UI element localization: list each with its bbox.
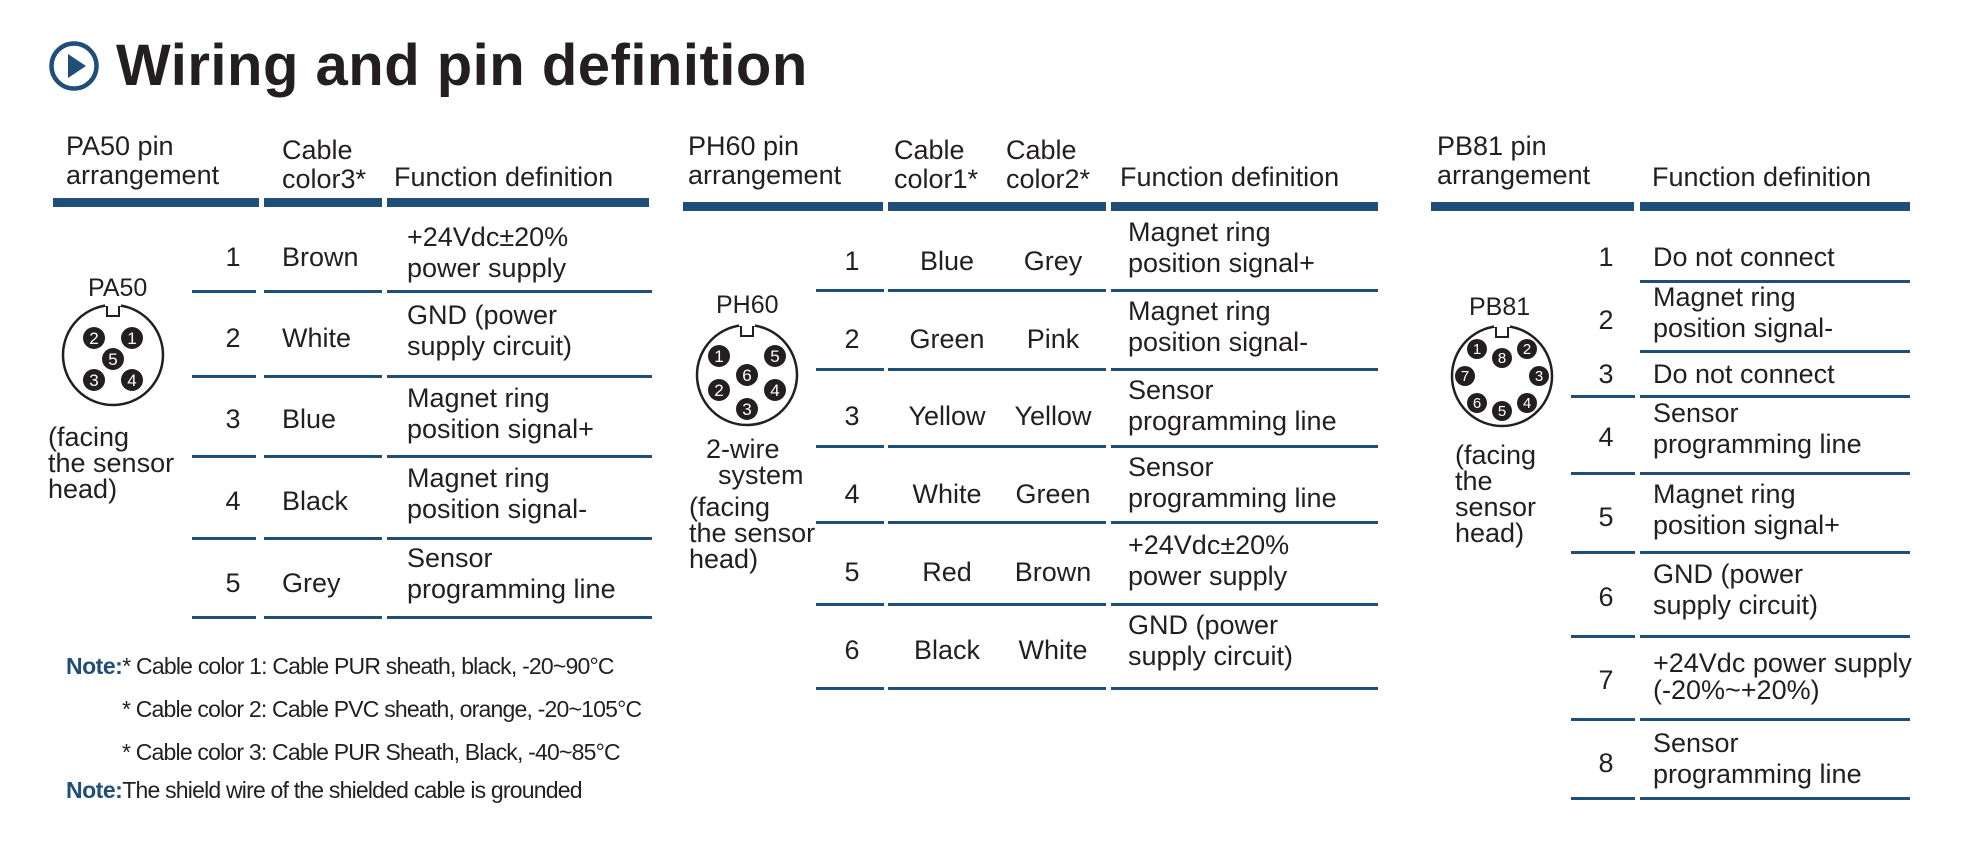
svg-text:4: 4 (1523, 395, 1531, 412)
pb81-connector-diagram: 1 2 8 7 3 6 4 5 (1450, 322, 1554, 428)
header-bar (387, 198, 649, 207)
row-separator (816, 289, 884, 292)
pa50-connector-name: PA50 (88, 274, 148, 302)
row-separator (1640, 718, 1910, 721)
row-separator (1571, 797, 1635, 800)
header-bar (1431, 202, 1634, 211)
row-separator (1640, 551, 1910, 554)
play-circle-icon (49, 41, 99, 91)
row-separator (888, 603, 1106, 606)
row-separator (1111, 289, 1378, 292)
svg-text:1: 1 (1473, 341, 1481, 358)
pb81-header-pin-arrangement: PB81 pin arrangement (1437, 131, 1591, 190)
page-title: Wiring and pin definition (116, 33, 808, 98)
row-separator (192, 290, 256, 293)
svg-text:5: 5 (108, 350, 117, 369)
row-separator (387, 537, 652, 540)
row-separator (1640, 350, 1910, 353)
row-separator (1571, 718, 1635, 721)
svg-text:4: 4 (770, 381, 779, 400)
header-bar (683, 202, 883, 211)
row-separator (264, 537, 382, 540)
svg-text:3: 3 (742, 400, 751, 419)
pb81-connector-name: PB81 (1469, 293, 1531, 321)
row-separator (1571, 635, 1635, 638)
header-bar (1640, 202, 1910, 211)
row-separator (387, 290, 652, 293)
row-separator (264, 290, 382, 293)
row-separator (888, 521, 1106, 524)
svg-text:4: 4 (127, 371, 136, 390)
ph60-connector-diagram: 1 5 6 2 4 3 (695, 321, 799, 427)
svg-text:8: 8 (1498, 350, 1506, 367)
header-bar (53, 198, 259, 207)
row-separator (888, 289, 1106, 292)
svg-text:5: 5 (1498, 403, 1506, 420)
note-cable-color-2: * Cable color 2: Cable PVC sheath, orang… (122, 696, 642, 722)
row-separator (1111, 687, 1378, 690)
pb81-header-function: Function definition (1652, 162, 1872, 192)
header-bar (888, 202, 1106, 211)
row-separator (264, 375, 382, 378)
row-separator (1640, 797, 1910, 800)
row-separator (1571, 472, 1635, 475)
ph60-header-function: Function definition (1120, 162, 1340, 192)
row-separator (888, 445, 1106, 448)
svg-text:2: 2 (1523, 341, 1531, 358)
row-separator (1640, 635, 1910, 638)
row-separator (1640, 395, 1910, 398)
row-separator (888, 368, 1106, 371)
row-separator (387, 455, 652, 458)
svg-text:1: 1 (127, 329, 136, 348)
svg-text:5: 5 (770, 347, 779, 366)
pb81-connector-note: (facing the sensor head) (1455, 440, 1537, 548)
row-separator (264, 455, 382, 458)
row-separator (192, 537, 256, 540)
ph60-header-cable-color2: Cable color2* (1006, 135, 1091, 194)
header-bar (264, 198, 382, 207)
pa50-connector-diagram: 2 1 5 3 4 (61, 301, 165, 407)
svg-text:7: 7 (1461, 368, 1469, 385)
row-separator (192, 616, 256, 619)
pa50-header-function: Function definition (394, 162, 614, 192)
row-separator (387, 375, 652, 378)
row-separator (816, 603, 884, 606)
pa50-header-cable-color: Cable color3* (282, 135, 367, 194)
row-separator (816, 368, 884, 371)
note-cable-color-3: * Cable color 3: Cable PUR Sheath, Black… (122, 739, 621, 765)
row-separator (192, 455, 256, 458)
ph60-header-cable-color1: Cable color1* (894, 135, 979, 194)
row-separator (1111, 521, 1378, 524)
svg-text:6: 6 (742, 366, 751, 385)
row-separator (1640, 472, 1910, 475)
row-separator (1571, 395, 1635, 398)
row-separator (387, 616, 652, 619)
row-separator (264, 616, 382, 619)
note-cable-color-1: Note:* Cable color 1: Cable PUR sheath, … (66, 653, 615, 679)
ph60-connector-system: 2-wire system (706, 434, 804, 490)
pa50-connector-note: (facing the sensor head) (48, 422, 175, 504)
row-separator (1111, 445, 1378, 448)
ph60-header-pin-arrangement: PH60 pin arrangement (688, 131, 842, 190)
svg-text:2: 2 (89, 329, 98, 348)
row-separator (192, 375, 256, 378)
row-separator (1111, 368, 1378, 371)
row-separator (816, 445, 884, 448)
row-separator (1571, 551, 1635, 554)
row-separator (888, 687, 1106, 690)
svg-text:1: 1 (714, 347, 723, 366)
svg-text:3: 3 (89, 371, 98, 390)
pa50-header-pin-arrangement: PA50 pin arrangement (66, 131, 220, 190)
ph60-connector-name: PH60 (716, 291, 779, 319)
svg-text:2: 2 (714, 381, 723, 400)
row-separator (816, 687, 884, 690)
row-separator (1640, 280, 1910, 283)
row-separator (816, 521, 884, 524)
note-shield-wire: Note:The shield wire of the shielded cab… (66, 777, 583, 803)
svg-text:6: 6 (1473, 395, 1481, 412)
ph60-connector-note: (facing the sensor head) (689, 492, 816, 574)
header-bar (1111, 202, 1378, 211)
row-separator (1111, 603, 1378, 606)
svg-text:3: 3 (1535, 368, 1543, 385)
